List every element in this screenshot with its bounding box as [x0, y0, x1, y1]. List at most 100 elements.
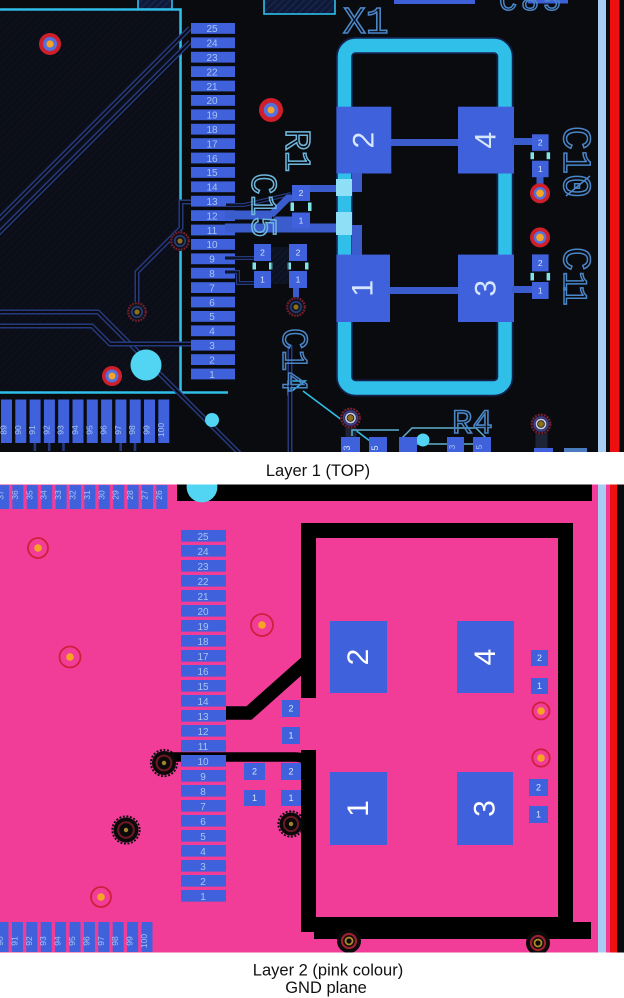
svg-text:37: 37 — [0, 490, 6, 500]
svg-text:4: 4 — [470, 132, 503, 149]
svg-text:1: 1 — [299, 216, 304, 226]
svg-text:4: 4 — [200, 847, 206, 858]
svg-text:22: 22 — [197, 577, 209, 588]
svg-text:1: 1 — [296, 275, 301, 285]
svg-text:23: 23 — [197, 562, 209, 573]
svg-text:2: 2 — [536, 783, 541, 793]
svg-text:7: 7 — [200, 802, 206, 813]
svg-text:19: 19 — [206, 111, 218, 122]
svg-text:1: 1 — [288, 793, 293, 803]
svg-text:1: 1 — [252, 793, 257, 803]
svg-text:11: 11 — [198, 742, 209, 753]
svg-text:10: 10 — [197, 757, 209, 768]
svg-text:17: 17 — [206, 139, 218, 150]
svg-text:C10: C10 — [551, 126, 596, 198]
svg-text:4: 4 — [469, 649, 502, 666]
svg-text:13: 13 — [206, 197, 218, 208]
svg-text:5: 5 — [209, 312, 215, 323]
svg-text:13: 13 — [197, 712, 209, 723]
svg-text:22: 22 — [206, 67, 218, 78]
svg-text:2: 2 — [538, 258, 543, 268]
svg-text:8: 8 — [209, 269, 215, 280]
svg-text:7: 7 — [209, 283, 215, 294]
svg-text:2: 2 — [347, 132, 380, 149]
svg-text:95: 95 — [84, 425, 94, 435]
svg-text:R4: R4 — [452, 406, 493, 444]
svg-text:9: 9 — [200, 772, 206, 783]
svg-text:2: 2 — [200, 877, 206, 888]
svg-text:99: 99 — [125, 936, 135, 946]
svg-text:Layer 1 (TOP): Layer 1 (TOP) — [266, 462, 370, 480]
svg-text:32: 32 — [68, 490, 78, 500]
svg-text:12: 12 — [197, 727, 209, 738]
svg-text:12: 12 — [206, 211, 218, 222]
svg-text:4: 4 — [209, 327, 215, 338]
svg-text:11: 11 — [207, 226, 218, 237]
svg-text:92: 92 — [41, 425, 51, 435]
svg-text:98: 98 — [127, 425, 137, 435]
svg-text:2: 2 — [288, 767, 293, 777]
svg-text:94: 94 — [70, 425, 80, 435]
svg-text:2: 2 — [299, 188, 304, 198]
svg-text:96: 96 — [81, 936, 91, 946]
svg-text:18: 18 — [197, 637, 209, 648]
svg-text:100: 100 — [156, 423, 166, 437]
svg-text:C11: C11 — [551, 247, 596, 306]
svg-text:2: 2 — [260, 248, 265, 258]
svg-text:31: 31 — [82, 490, 92, 500]
svg-text:21: 21 — [197, 592, 209, 603]
svg-text:99: 99 — [142, 425, 152, 435]
svg-text:10: 10 — [206, 240, 218, 251]
svg-text:C15: C15 — [241, 173, 282, 238]
svg-text:92: 92 — [24, 936, 34, 946]
svg-text:93: 93 — [56, 425, 66, 435]
svg-text:2: 2 — [252, 767, 257, 777]
svg-text:8: 8 — [200, 787, 206, 798]
svg-text:26: 26 — [154, 490, 164, 500]
svg-text:20: 20 — [206, 96, 218, 107]
svg-text:Layer 2 (pink colour): Layer 2 (pink colour) — [253, 962, 403, 980]
svg-text:2: 2 — [288, 704, 293, 714]
svg-text:14: 14 — [197, 697, 209, 708]
svg-text:25: 25 — [206, 24, 218, 35]
svg-text:2: 2 — [538, 138, 543, 148]
svg-text:25: 25 — [197, 532, 209, 543]
svg-text:1: 1 — [209, 370, 215, 381]
svg-text:2: 2 — [342, 649, 375, 666]
svg-text:27: 27 — [140, 490, 150, 500]
svg-text:23: 23 — [206, 53, 218, 64]
svg-text:R1: R1 — [275, 129, 316, 172]
svg-text:3: 3 — [470, 280, 503, 297]
svg-text:1: 1 — [538, 286, 543, 296]
svg-text:33: 33 — [53, 490, 63, 500]
svg-text:94: 94 — [53, 936, 63, 946]
svg-text:35: 35 — [24, 490, 34, 500]
svg-text:15: 15 — [197, 682, 209, 693]
svg-text:19: 19 — [197, 622, 209, 633]
svg-text:17: 17 — [197, 652, 209, 663]
svg-text:1: 1 — [288, 731, 293, 741]
svg-text:3: 3 — [209, 341, 215, 352]
svg-text:90: 90 — [0, 936, 5, 946]
svg-text:18: 18 — [206, 125, 218, 136]
svg-text:28: 28 — [125, 490, 135, 500]
svg-text:3: 3 — [342, 445, 352, 450]
svg-text:3: 3 — [469, 800, 502, 817]
svg-text:97: 97 — [113, 425, 123, 435]
svg-text:90: 90 — [13, 425, 23, 435]
svg-text:16: 16 — [206, 154, 218, 165]
svg-text:93: 93 — [38, 936, 48, 946]
svg-text:1: 1 — [538, 164, 543, 174]
svg-text:96: 96 — [99, 425, 109, 435]
svg-text:91: 91 — [27, 425, 37, 435]
svg-text:14: 14 — [206, 183, 218, 194]
svg-text:5: 5 — [370, 445, 380, 450]
svg-text:5: 5 — [475, 444, 484, 449]
svg-text:95: 95 — [67, 936, 77, 946]
svg-text:97: 97 — [96, 936, 106, 946]
svg-text:20: 20 — [197, 607, 209, 618]
svg-text:36: 36 — [10, 490, 20, 500]
svg-text:2: 2 — [209, 355, 215, 366]
svg-text:2: 2 — [537, 653, 542, 663]
svg-text:C14: C14 — [272, 328, 313, 393]
